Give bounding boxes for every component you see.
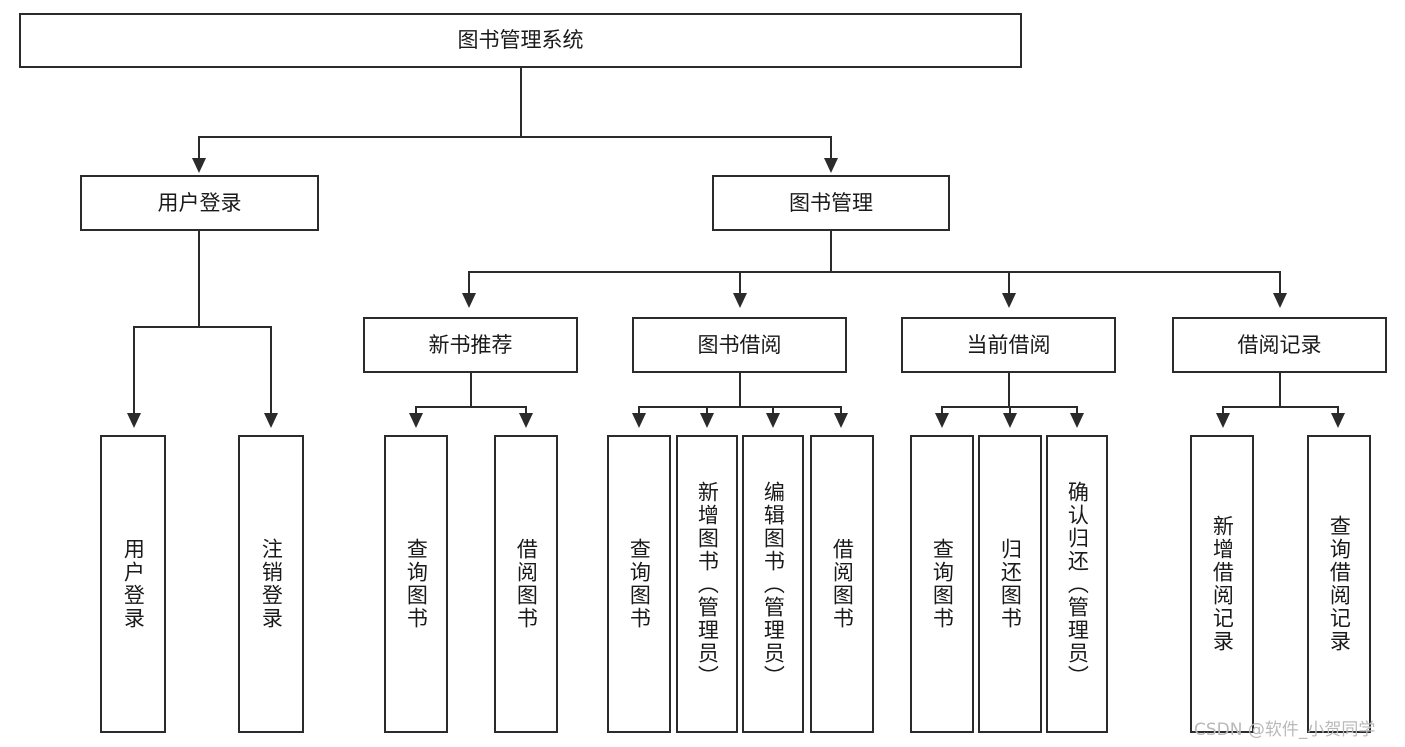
node-label: 图书管理系统	[457, 28, 584, 53]
node-label: 查询图书	[930, 538, 955, 630]
connector-book-management-bus	[468, 271, 1279, 273]
arrowhead-bb-leaf-4	[834, 413, 848, 428]
arrowhead-bb-leaf-1	[632, 413, 646, 428]
node-label: 图书管理	[789, 190, 873, 215]
node-label: 借阅图书	[514, 538, 539, 630]
arrowhead-to-book-borrow	[733, 293, 747, 308]
connector-bm-drop-2	[739, 271, 741, 297]
arrowhead-bb-leaf-2	[700, 413, 714, 428]
leaf-user-login[interactable]: 用户登录	[100, 435, 166, 733]
connector-nbr-drop-2	[525, 406, 527, 417]
node-label: 确认归还（管理员）	[1065, 480, 1090, 688]
arrowhead-root-to-book-management	[824, 158, 838, 173]
connector-nbr-bus	[415, 406, 527, 408]
node-new-book-recommend[interactable]: 新书推荐	[363, 317, 578, 373]
node-label: 编辑图书（管理员）	[761, 480, 786, 688]
connector-bb-drop-1	[638, 406, 640, 417]
node-root-book-management-system[interactable]: 图书管理系统	[19, 13, 1022, 68]
node-label: 查询借阅记录	[1327, 515, 1352, 653]
watermark-csdn: CSDN @软件_小贺同学	[1194, 715, 1375, 740]
node-label: 新书推荐	[428, 332, 513, 357]
connector-cb-drop-3	[1076, 406, 1078, 417]
connector-cb-drop-2	[1009, 406, 1011, 417]
arrowhead-nbr-leaf-1	[409, 413, 423, 428]
leaf-nbr-query-book[interactable]: 查询图书	[384, 435, 448, 733]
node-label: 借阅图书	[830, 538, 855, 630]
node-label: 用户登录	[121, 538, 146, 630]
leaf-bb-edit-book-admin[interactable]: 编辑图书（管理员）	[742, 435, 804, 733]
connector-br-drop-2	[1337, 406, 1339, 417]
leaf-bb-add-book-admin[interactable]: 新增图书（管理员）	[676, 435, 738, 733]
leaf-nbr-borrow-book[interactable]: 借阅图书	[494, 435, 558, 733]
node-label: 用户登录	[157, 190, 242, 215]
leaf-logout[interactable]: 注销登录	[238, 435, 304, 733]
node-borrow-record[interactable]: 借阅记录	[1172, 317, 1387, 373]
node-label: 归还图书	[998, 538, 1023, 630]
connector-bb-drop-3	[772, 406, 774, 417]
connector-nbr-stem	[470, 373, 472, 406]
arrowhead-cb-leaf-2	[1003, 413, 1017, 428]
arrowhead-cb-leaf-3	[1070, 413, 1084, 428]
arrowhead-to-borrow-record	[1273, 293, 1287, 308]
connector-bb-bus	[638, 406, 842, 408]
connector-root-drop-1	[198, 136, 200, 162]
arrowhead-to-current-borrow	[1002, 293, 1016, 308]
node-book-management[interactable]: 图书管理	[712, 175, 950, 231]
connector-root-bus	[198, 136, 832, 138]
arrowhead-to-new-book-recommend	[462, 293, 476, 308]
connector-bb-drop-4	[840, 406, 842, 417]
connector-nbr-drop-1	[415, 406, 417, 417]
watermark-text: CSDN @软件_小贺同学	[1194, 720, 1376, 740]
connector-user-login-bus	[133, 326, 270, 328]
connector-bm-drop-3	[1008, 271, 1010, 297]
node-label: 查询图书	[627, 538, 652, 630]
connector-user-login-drop-1	[133, 326, 135, 417]
node-current-borrow[interactable]: 当前借阅	[901, 317, 1116, 373]
node-label: 借阅记录	[1237, 332, 1322, 357]
connector-book-management-stem	[830, 231, 832, 271]
leaf-br-add-record[interactable]: 新增借阅记录	[1190, 435, 1254, 733]
arrowhead-to-leaf-logout	[264, 413, 278, 428]
arrowhead-bb-leaf-3	[766, 413, 780, 428]
arrowhead-cb-leaf-1	[935, 413, 949, 428]
node-label: 查询图书	[404, 538, 429, 630]
leaf-cb-query-book[interactable]: 查询图书	[910, 435, 974, 733]
connector-user-login-drop-2	[270, 326, 272, 417]
node-user-login[interactable]: 用户登录	[80, 175, 319, 231]
node-label: 当前借阅	[966, 332, 1051, 357]
connector-user-login-stem	[198, 231, 200, 326]
leaf-bb-borrow-book[interactable]: 借阅图书	[810, 435, 874, 733]
node-label: 注销登录	[259, 538, 284, 630]
arrowhead-br-leaf-2	[1331, 413, 1345, 428]
connector-root-stem	[520, 68, 522, 136]
node-label: 新增借阅记录	[1210, 515, 1235, 653]
node-label: 图书借阅	[697, 332, 782, 357]
leaf-cb-return-book[interactable]: 归还图书	[978, 435, 1042, 733]
connector-root-drop-2	[830, 136, 832, 162]
connector-bm-drop-1	[468, 271, 470, 297]
connector-bb-drop-2	[706, 406, 708, 417]
arrowhead-br-leaf-1	[1216, 413, 1230, 428]
arrowhead-to-leaf-user-login	[127, 413, 141, 428]
connector-br-stem	[1279, 373, 1281, 406]
node-label: 新增图书（管理员）	[695, 480, 720, 688]
leaf-cb-confirm-return-admin[interactable]: 确认归还（管理员）	[1046, 435, 1108, 733]
leaf-bb-query-book[interactable]: 查询图书	[607, 435, 671, 733]
connector-br-bus	[1222, 406, 1339, 408]
node-book-borrow[interactable]: 图书借阅	[632, 317, 847, 373]
connector-br-drop-1	[1222, 406, 1224, 417]
leaf-br-query-record[interactable]: 查询借阅记录	[1307, 435, 1371, 733]
connector-cb-drop-1	[941, 406, 943, 417]
connector-cb-stem	[1008, 373, 1010, 406]
connector-bb-stem	[739, 373, 741, 406]
arrowhead-nbr-leaf-2	[519, 413, 533, 428]
connector-bm-drop-4	[1279, 271, 1281, 297]
arrowhead-root-to-user-login	[192, 158, 206, 173]
